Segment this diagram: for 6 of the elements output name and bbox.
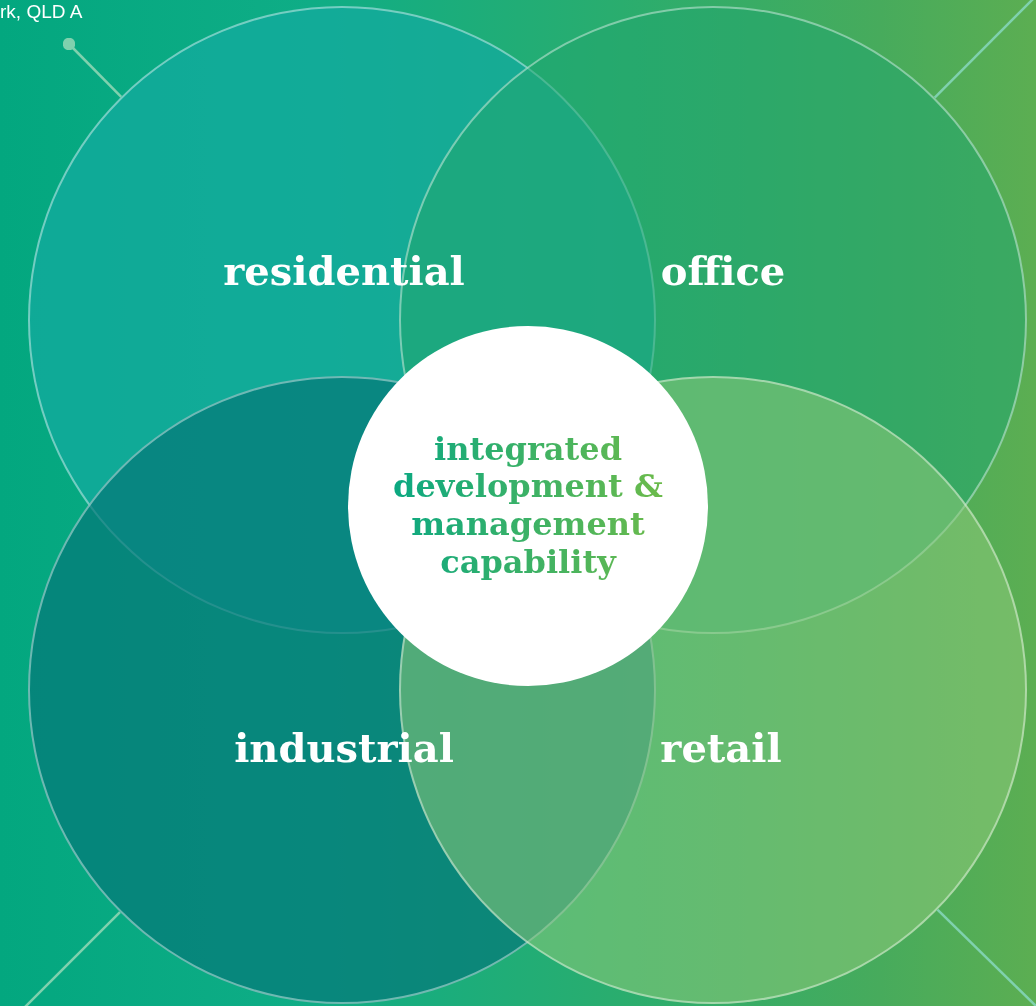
sector-label: residential <box>223 246 465 294</box>
leader-line <box>62 37 123 98</box>
sector-label: office <box>660 246 786 294</box>
location-label: rk, QLD A <box>0 0 95 25</box>
sector-label: retail <box>660 723 782 771</box>
connector-line <box>933 0 1036 99</box>
